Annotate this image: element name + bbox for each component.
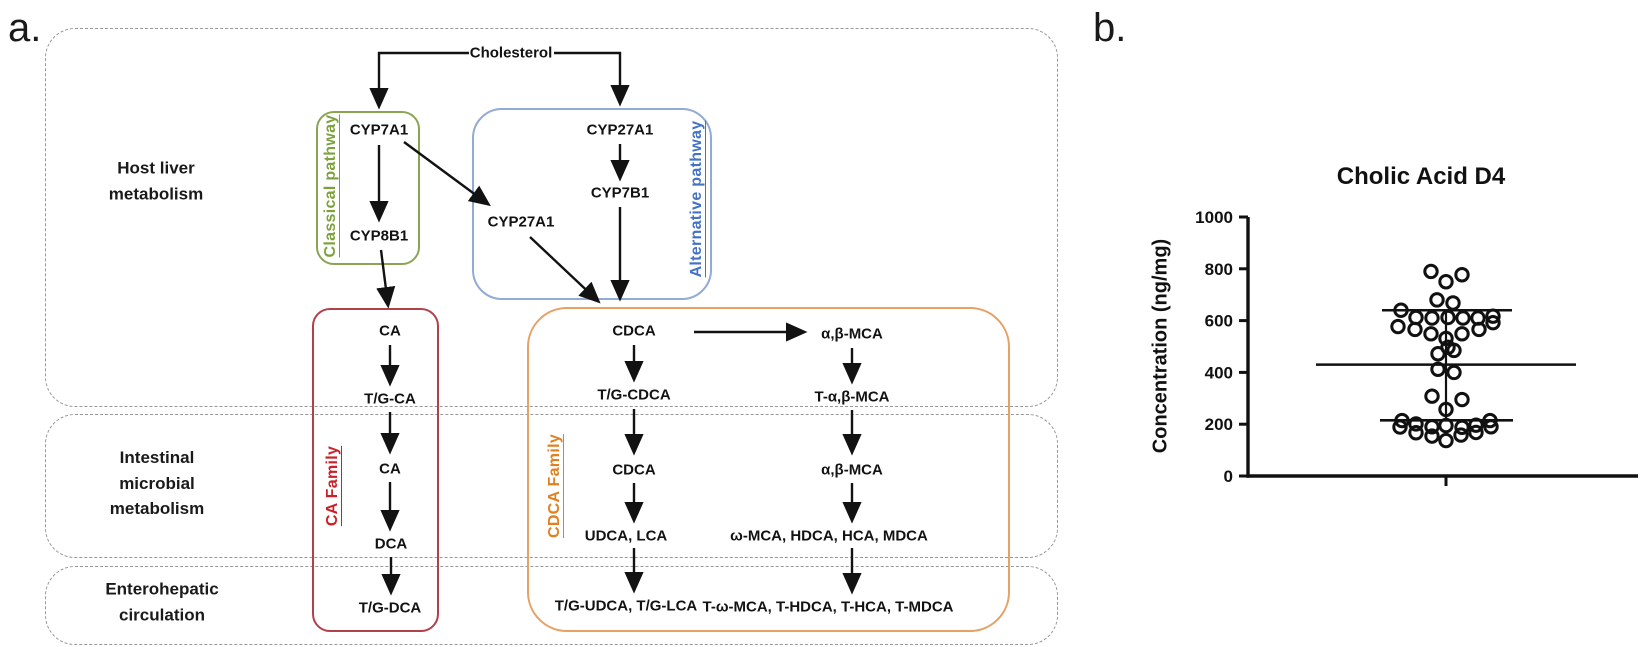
data-point-32 (1468, 417, 1484, 433)
node-ab-mca-1: α,β-MCA (821, 325, 883, 343)
data-point-35 (1408, 425, 1424, 441)
node-udca-lca: UDCA, LCA (584, 527, 668, 545)
data-point-39 (1468, 424, 1484, 441)
data-point-1 (1438, 274, 1454, 290)
data-point-20 (1446, 342, 1462, 359)
y-tick-label-1000: 1000 (1195, 208, 1233, 227)
section-label-intestinal: Intestinal microbial metabolism (109, 447, 205, 518)
section-box-intestinal (45, 414, 1058, 558)
chart-y-axis-label: Concentration (ng/mg) (1149, 238, 1172, 454)
data-point-17 (1471, 321, 1487, 338)
node-cyp27a1-main: CYP27A1 (586, 121, 654, 139)
y-tick-label-800: 800 (1205, 260, 1233, 279)
node-dca: DCA (374, 535, 408, 553)
node-tg-cdca: T/G-CDCA (597, 386, 671, 404)
data-point-26 (1438, 401, 1454, 418)
data-point-5 (1393, 302, 1409, 318)
node-cyp27a1-alt: CYP27A1 (487, 213, 555, 231)
data-point-12 (1390, 318, 1406, 335)
data-point-14 (1423, 326, 1439, 342)
data-point-38 (1453, 427, 1469, 443)
panel-a-letter: a. (8, 6, 42, 50)
data-point-13 (1407, 321, 1423, 338)
data-point-3 (1429, 292, 1445, 308)
node-cholesterol: Cholesterol (469, 44, 553, 62)
data-point-21 (1430, 346, 1446, 362)
data-point-34 (1392, 419, 1408, 435)
pathway-label-ca-family: CA Family (324, 445, 341, 527)
data-point-11 (1485, 308, 1501, 324)
node-cyp7a1: CYP7A1 (349, 121, 409, 139)
node-cdca-1: CDCA (612, 322, 656, 340)
node-tg-dca: T/G-DCA (358, 599, 422, 617)
node-tg-udca-tg-lca: T/G-UDCA, T/G-LCA (554, 597, 698, 615)
node-ca-2: CA (379, 460, 401, 478)
pathway-box-ca-family (312, 308, 439, 632)
data-point-31 (1454, 419, 1470, 436)
data-point-10 (1470, 310, 1486, 326)
y-tick-label-600: 600 (1205, 312, 1233, 331)
node-cyp8b1: CYP8B1 (349, 227, 409, 245)
pathway-label-classical-pathway: Classical pathway (322, 114, 339, 258)
data-point-6 (1408, 309, 1424, 326)
data-point-25 (1454, 391, 1470, 408)
y-tick-label-200: 200 (1205, 415, 1233, 434)
section-label-host-liver: Host liver metabolism (108, 158, 204, 204)
data-point-19 (1440, 339, 1456, 355)
y-tick-label-0: 0 (1224, 467, 1233, 486)
data-point-36 (1424, 428, 1440, 444)
data-point-9 (1455, 310, 1471, 326)
y-tick-label-400: 400 (1205, 363, 1233, 382)
data-point-2 (1454, 267, 1470, 283)
node-tg-ca: T/G-CA (364, 390, 416, 408)
data-point-8 (1440, 309, 1456, 326)
data-point-4 (1445, 295, 1461, 311)
data-point-0 (1423, 263, 1439, 280)
data-point-7 (1424, 310, 1440, 326)
data-point-33 (1482, 412, 1498, 429)
data-point-23 (1446, 364, 1462, 381)
chart-title: Cholic Acid D4 (1336, 163, 1506, 190)
data-point-30 (1438, 417, 1454, 434)
section-box-host-liver (45, 28, 1058, 407)
node-cdca-2: CDCA (612, 461, 656, 479)
node-cyp7b1: CYP7B1 (590, 184, 650, 202)
pathway-label-cdca-family: CDCA Family (546, 433, 563, 539)
data-point-16 (1454, 326, 1470, 342)
node-ab-mca-2: α,β-MCA (821, 461, 883, 479)
data-point-22 (1430, 361, 1446, 377)
section-box-enterohepatic (45, 566, 1058, 645)
data-point-18 (1485, 314, 1501, 331)
node-t-w-mca-row: T-ω-MCA, T-HDCA, T-HCA, T-MDCA (702, 598, 954, 616)
data-point-15 (1438, 330, 1454, 347)
section-label-enterohepatic: Enterohepatic circulation (105, 579, 219, 625)
panel-b-letter: b. (1093, 6, 1127, 50)
pathway-label-alternative-pathway: Alternative pathway (688, 120, 705, 278)
node-t-ab-mca: T-α,β-MCA (814, 388, 890, 406)
data-point-27 (1394, 412, 1410, 429)
pathway-box-cdca-family (527, 307, 1010, 632)
data-point-28 (1408, 416, 1424, 432)
data-point-37 (1438, 432, 1454, 449)
node-w-mca-row: ω-MCA, HDCA, HCA, MDCA (730, 527, 928, 545)
node-ca-1: CA (379, 322, 401, 340)
data-point-29 (1424, 419, 1440, 435)
data-point-40 (1483, 419, 1499, 435)
data-point-24 (1424, 388, 1440, 404)
